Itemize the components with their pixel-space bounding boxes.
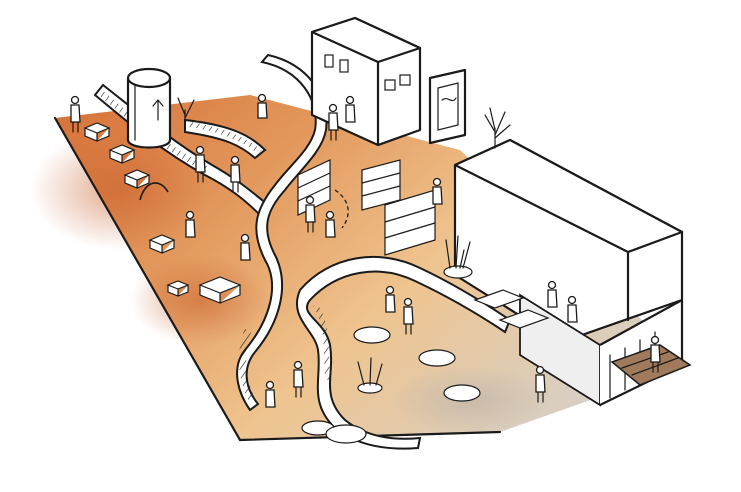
person	[230, 155, 241, 193]
person	[567, 295, 578, 323]
lower-curved-ramp	[296, 256, 512, 450]
person	[240, 233, 251, 261]
person	[305, 195, 316, 233]
person	[535, 365, 546, 403]
person	[325, 210, 336, 238]
person	[345, 95, 356, 123]
front-steps	[610, 344, 692, 386]
right-building	[453, 138, 684, 407]
seating-blocks	[83, 122, 550, 329]
sign-board	[428, 68, 467, 145]
tree	[177, 97, 195, 129]
person	[265, 380, 276, 408]
person	[293, 360, 304, 398]
planter	[443, 235, 473, 279]
person	[385, 285, 396, 313]
person	[257, 93, 268, 119]
dashed-route	[334, 189, 349, 229]
person	[70, 95, 81, 133]
round-tower	[126, 67, 172, 149]
person	[403, 297, 414, 335]
arch-line	[139, 182, 169, 201]
person	[195, 145, 206, 183]
person	[185, 210, 196, 238]
shelving-units	[297, 159, 436, 256]
person	[328, 103, 339, 141]
tree	[484, 107, 511, 149]
person	[547, 280, 558, 308]
upper-wavy-ramp	[184, 118, 267, 160]
planters	[177, 97, 511, 394]
person	[432, 177, 443, 205]
up-arrow-icon	[152, 99, 164, 121]
person	[650, 335, 661, 373]
center-block-building	[310, 16, 422, 147]
round-tables	[301, 326, 481, 444]
planter	[357, 357, 383, 394]
people	[70, 93, 661, 408]
